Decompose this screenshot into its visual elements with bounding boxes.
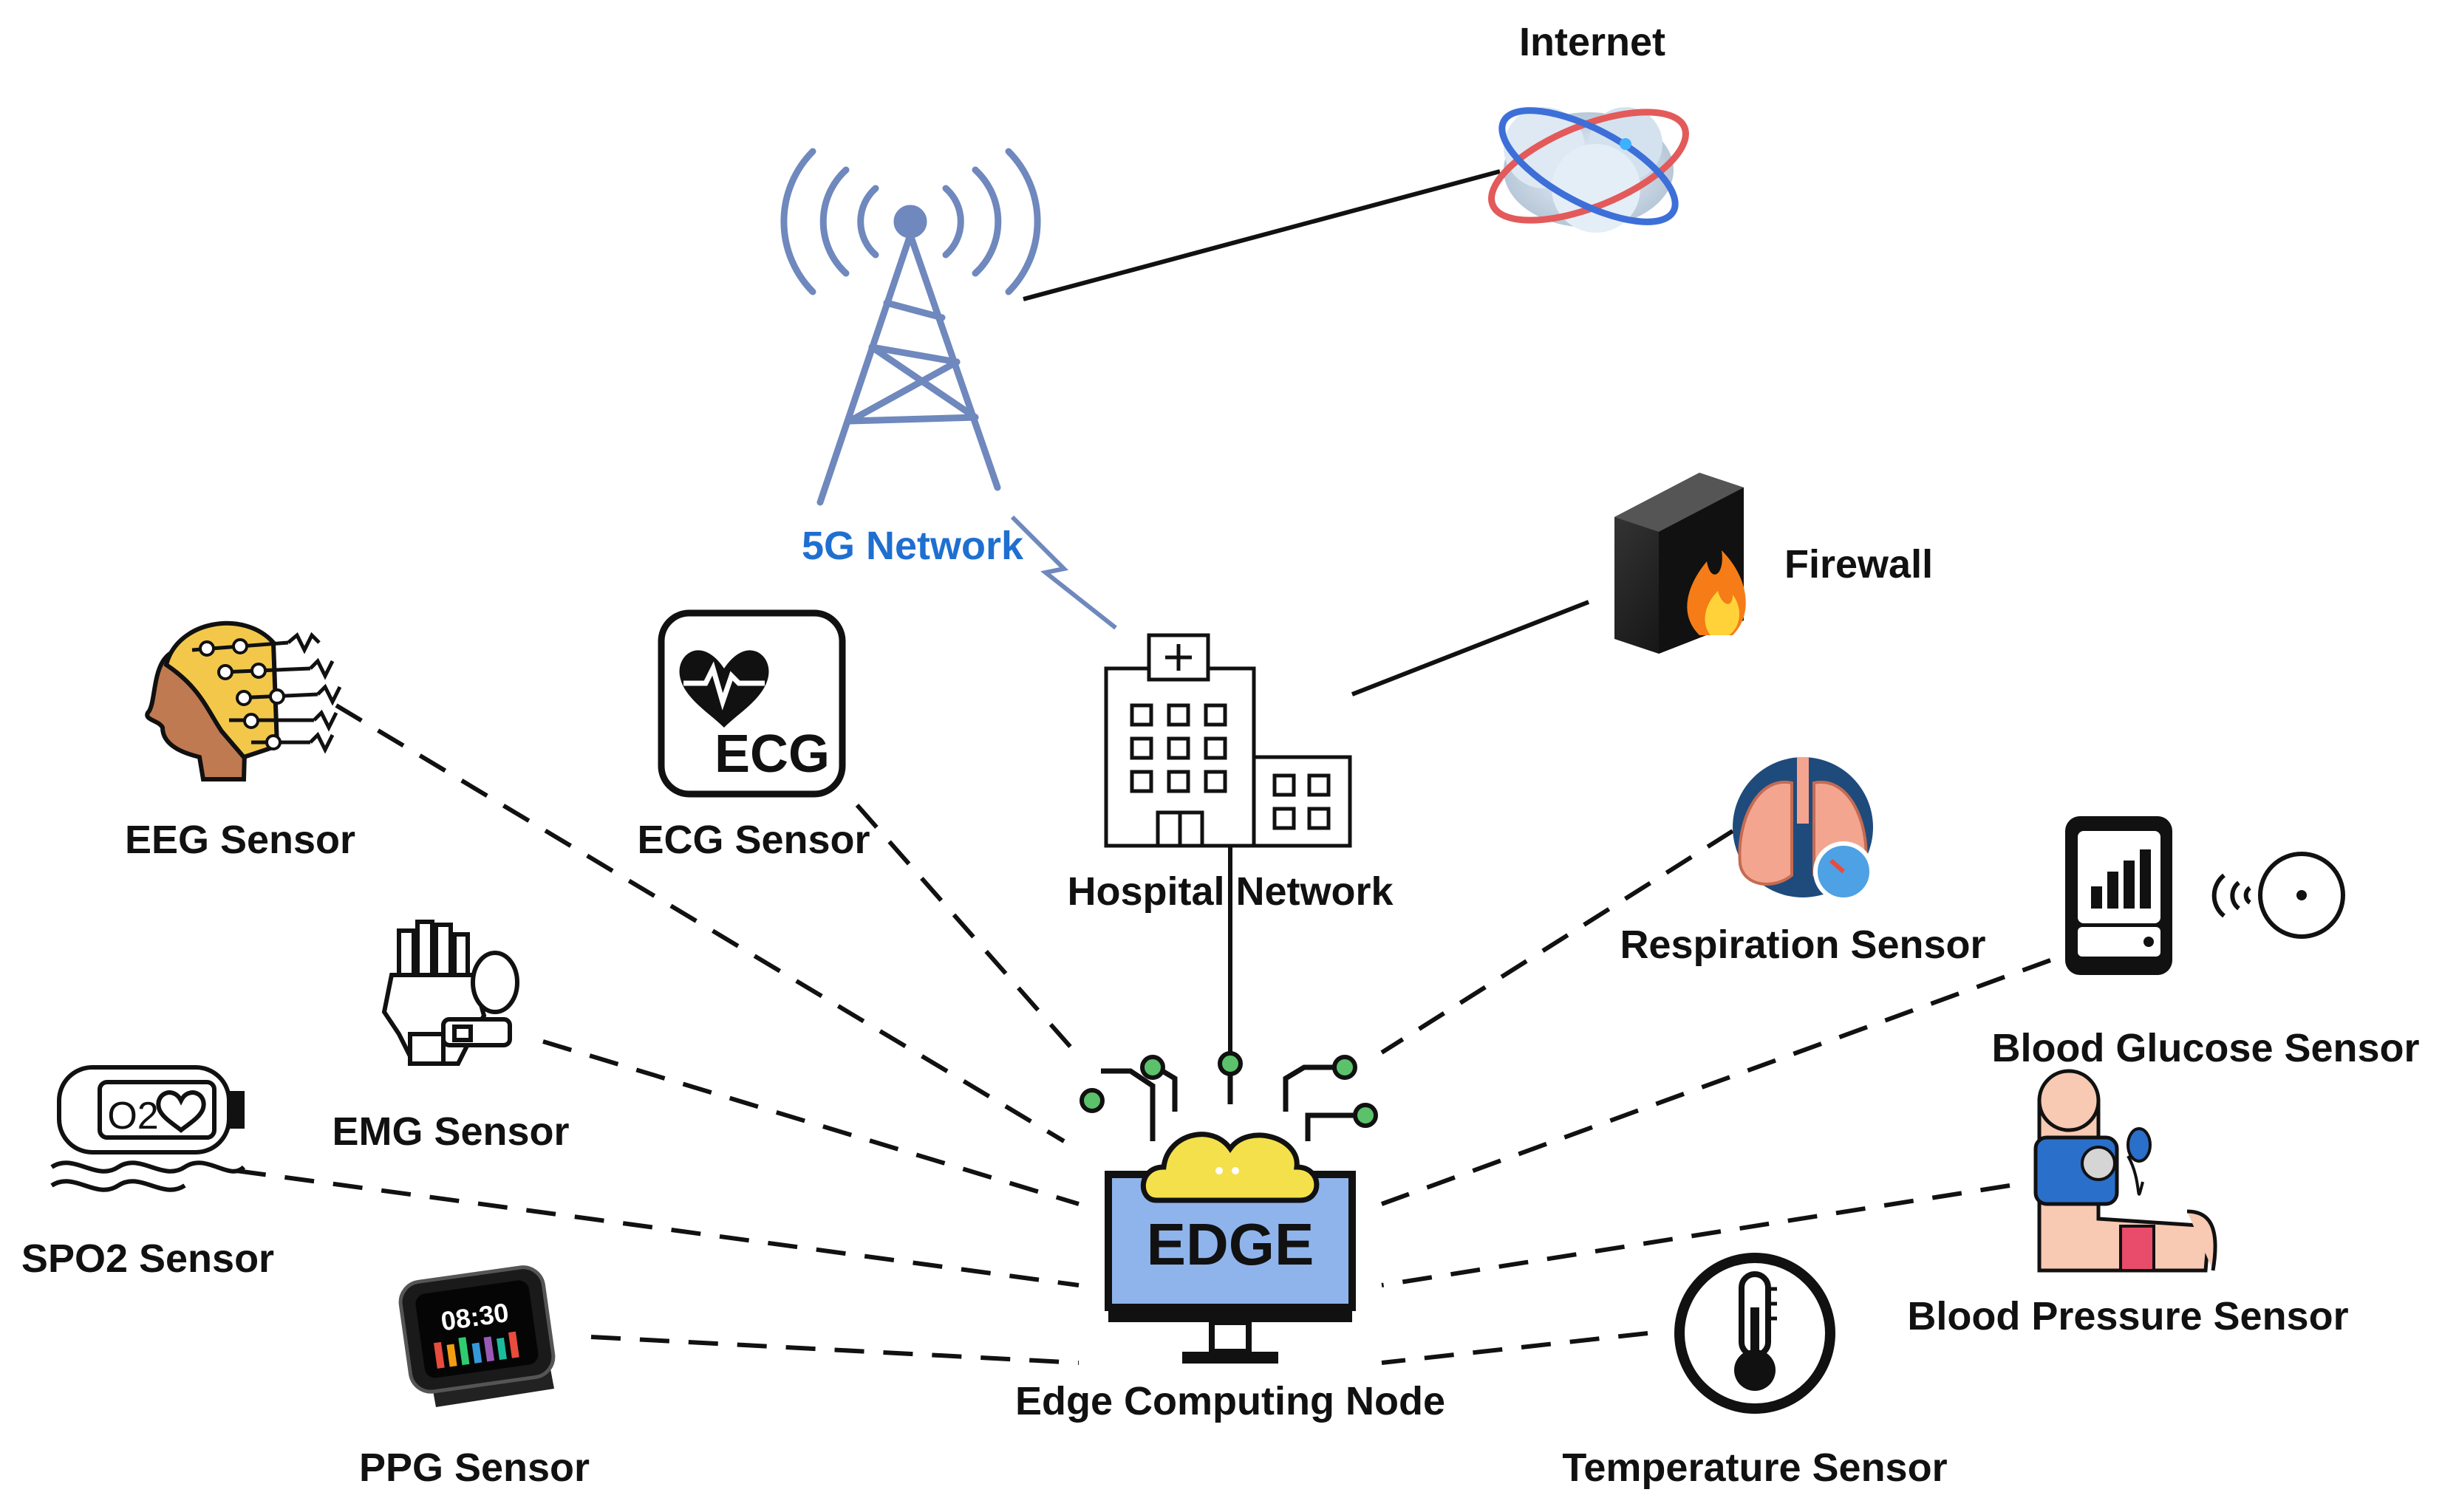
spo2-oximeter-icon: O2 <box>50 1065 246 1192</box>
dashed-connections <box>236 703 2052 1365</box>
eeg-sensor-label: EEG Sensor <box>124 818 356 862</box>
hospital-network-label: Hospital Network <box>1067 869 1394 914</box>
firewall-icon <box>1614 473 1746 654</box>
wireless-link-5g-hospital <box>1010 515 1117 630</box>
blood-glucose-sensor-label: Blood Glucose Sensor <box>1991 1026 2420 1070</box>
solid-connections <box>1023 169 1590 1053</box>
ecg-sensor-label: ECG Sensor <box>637 818 870 862</box>
ecg-icon-text: ECG <box>714 725 830 784</box>
temperature-sensor-label: Temperature Sensor <box>1562 1446 1948 1490</box>
thermometer-icon <box>1674 1253 1835 1414</box>
hospital-icon <box>1104 633 1352 848</box>
spo2-sensor-label: SPO2 Sensor <box>21 1236 275 1281</box>
emg-sensor-label: EMG Sensor <box>332 1109 570 1154</box>
edge-screen-text: EDGE <box>1147 1211 1314 1277</box>
link-hospital-firewall <box>1351 600 1590 697</box>
internet-globe-icon <box>1488 107 1689 233</box>
link-emg-edge <box>542 1039 1080 1206</box>
emg-hand-icon <box>381 920 519 1066</box>
link-eeg-edge <box>335 703 1065 1143</box>
blood-pressure-sensor-label: Blood Pressure Sensor <box>1907 1294 2349 1338</box>
firewall-label: Firewall <box>1784 542 1934 586</box>
link-pressure-edge <box>1381 1183 2010 1287</box>
ppg-smartwatch-icon: 08:30 <box>398 1265 556 1407</box>
spo2-icon-text: O2 <box>107 1095 158 1138</box>
eeg-head-icon <box>145 620 342 781</box>
glucose-meter-icon <box>2065 816 2345 975</box>
link-respiration-edge <box>1380 829 1734 1055</box>
link-ecg-edge <box>855 804 1081 1058</box>
link-5g-internet <box>1023 169 1501 301</box>
link-spo2-edge <box>236 1169 1080 1287</box>
5g-network-label: 5G Network <box>801 524 1024 568</box>
link-glucose-edge <box>1380 958 2052 1206</box>
edge-node-icon: EDGE <box>1080 1051 1378 1364</box>
internet-label: Internet <box>1518 20 1666 64</box>
ecg-heart-icon: ECG <box>658 609 846 798</box>
link-ppg-edge <box>590 1335 1080 1365</box>
blood-pressure-cuff-icon <box>2033 1069 2217 1273</box>
cell-tower-icon <box>780 148 1041 506</box>
edge-node-label: Edge Computing Node <box>1015 1379 1445 1423</box>
respiration-sensor-label: Respiration Sensor <box>1620 923 1986 967</box>
respiration-lungs-icon <box>1733 757 1874 902</box>
link-temperature-edge <box>1381 1331 1648 1365</box>
ppg-sensor-label: PPG Sensor <box>358 1446 590 1490</box>
